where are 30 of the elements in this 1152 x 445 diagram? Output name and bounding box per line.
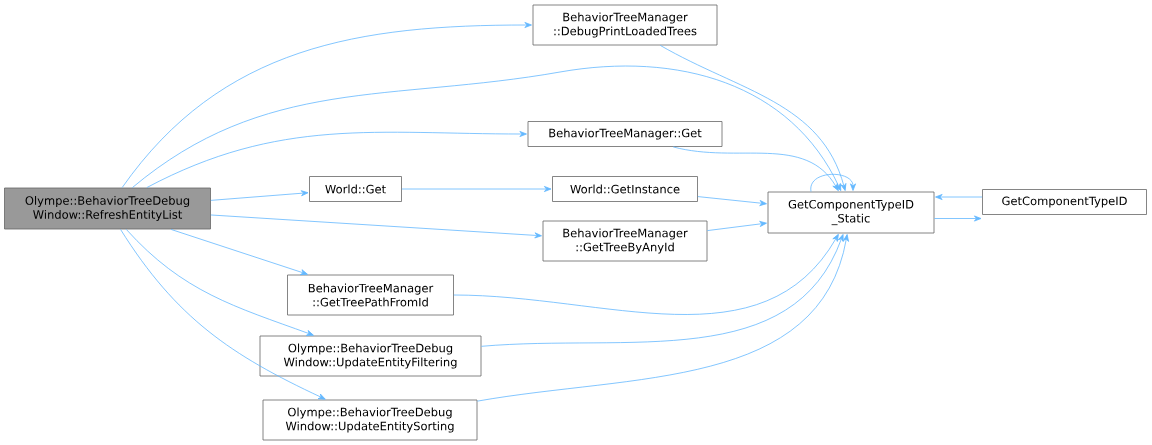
arrow: [697, 196, 767, 207]
arrow: [120, 229, 326, 400]
arrow: [125, 229, 314, 336]
function-box: BehaviorTreeManager::Get: [527, 121, 723, 147]
arrow: [210, 214, 542, 239]
function-box: BehaviorTreeManager ::DebugPrintLoadedTrees: [532, 4, 718, 46]
arrow: [146, 131, 527, 188]
arrow: [453, 233, 839, 315]
function-box: BehaviorTreeManager ::GetTreePathFromId: [287, 274, 454, 316]
arrow: [477, 234, 849, 402]
function-box: BehaviorTreeManager ::GetTreeByAnyId: [542, 220, 708, 262]
arrow: [121, 22, 532, 188]
arrow: [132, 65, 842, 191]
arrow: [659, 45, 847, 191]
arrow: [170, 229, 308, 276]
arrow: [401, 186, 552, 192]
arrow: [707, 221, 767, 231]
function-box: GetComponentTypeID _Static: [767, 191, 935, 234]
function-box: Olympe::BehaviorTreeDebug Window::UpdateEntityFiltering: [259, 335, 482, 377]
arrow: [672, 146, 839, 192]
arrow: [210, 190, 309, 201]
function-box: GetComponentTypeID: [982, 189, 1147, 215]
function-box: World::Get: [309, 176, 402, 202]
function-box: Olympe::BehaviorTreeDebug Window::RefreshEntityList: [4, 187, 211, 230]
arrow: [810, 174, 856, 192]
arrow: [935, 194, 983, 200]
function-box: World::GetInstance: [552, 176, 698, 202]
arrow: [481, 234, 844, 347]
arrow: [934, 215, 982, 222]
function-box: Olympe::BehaviorTreeDebug Window::UpdateEntitySorting: [262, 399, 478, 441]
